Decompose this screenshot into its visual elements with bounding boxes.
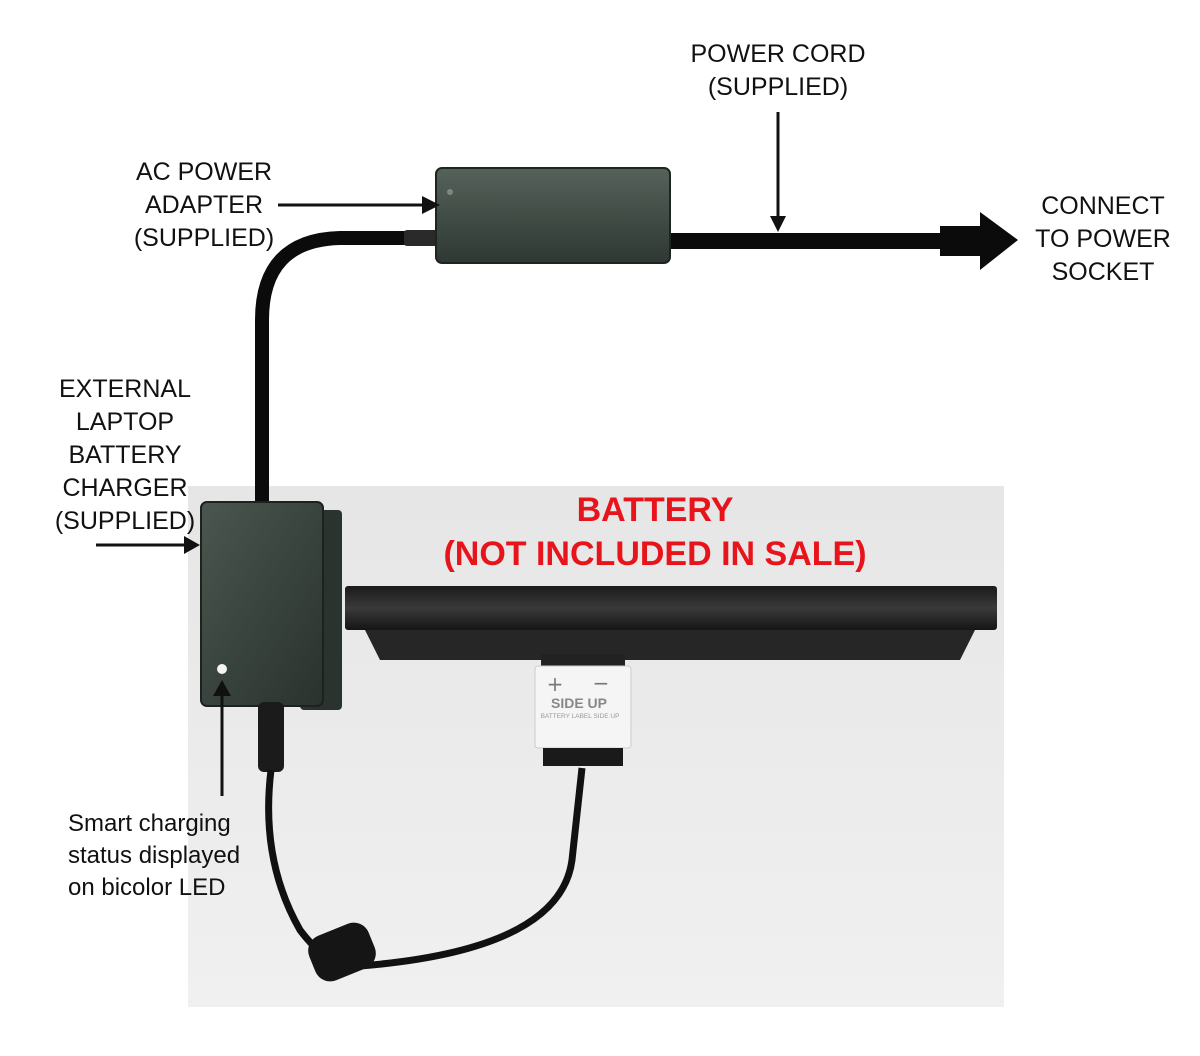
power-cord-label: POWER CORD (SUPPLIED)	[688, 38, 868, 104]
ac-adapter-label-line1: AC POWER	[135, 158, 273, 186]
charger-arrow	[96, 536, 200, 554]
ac-adapter-label-line3: (SUPPLIED)	[133, 224, 275, 252]
charger-label-line5: (SUPPLIED)	[54, 507, 196, 535]
connector-plus: +	[547, 672, 564, 696]
battery-title-line1: BATTERY	[576, 491, 734, 529]
led-note-line1: Smart charging	[68, 810, 231, 837]
charger-label-line2: LAPTOP	[75, 408, 175, 436]
power-cord-label-line2: (SUPPLIED)	[707, 73, 849, 101]
adapter-led	[447, 189, 453, 195]
connector-side-up: SIDE UP	[551, 695, 607, 711]
connector-minus: −	[593, 671, 610, 695]
adapter-to-charger-cable	[255, 231, 437, 517]
charger-label-line3: BATTERY	[68, 441, 182, 469]
charger-body	[200, 501, 324, 707]
led-note-line3: on bicolor LED	[68, 874, 226, 901]
ac-adapter-label-line2: ADAPTER	[144, 191, 264, 219]
connector-label-side-up: BATTERY LABEL SIDE UP	[541, 713, 620, 720]
connect-label-line2: TO POWER	[1035, 225, 1171, 253]
battery-title: BATTERY (NOT INCLUDED IN SALE)	[360, 488, 950, 576]
led-note-line2: status displayed	[68, 842, 241, 869]
connect-label-line1: CONNECT	[1041, 192, 1165, 220]
battery-lower-edge	[365, 630, 975, 660]
adapter-strain-relief	[404, 230, 440, 246]
connector-tail	[543, 748, 623, 766]
battery-title-line2: (NOT INCLUDED IN SALE)	[443, 535, 867, 573]
ac-adapter-arrow	[278, 196, 440, 214]
charger-plug	[258, 702, 284, 772]
power-cord-arrow	[770, 112, 786, 232]
power-cord-label-line1: POWER CORD	[690, 40, 866, 68]
power-cord	[662, 233, 952, 249]
ac-adapter-label: AC POWER ADAPTER (SUPPLIED)	[126, 156, 282, 255]
charger-label-line1: EXTERNAL	[59, 375, 191, 403]
led-arrow	[213, 680, 231, 796]
battery-body	[345, 586, 997, 630]
ferrite-core	[308, 922, 376, 982]
connect-arrow	[940, 212, 1018, 270]
connect-label-line3: SOCKET	[1051, 258, 1155, 286]
led-note: Smart charging status displayed on bicol…	[68, 808, 240, 904]
charger-label: EXTERNAL LAPTOP BATTERY CHARGER (SUPPLIE…	[52, 373, 198, 538]
ac-adapter-body	[435, 167, 671, 264]
connect-label: CONNECT TO POWER SOCKET	[1025, 190, 1181, 289]
charger-label-line4: CHARGER	[62, 474, 188, 502]
charger-led	[217, 664, 227, 674]
